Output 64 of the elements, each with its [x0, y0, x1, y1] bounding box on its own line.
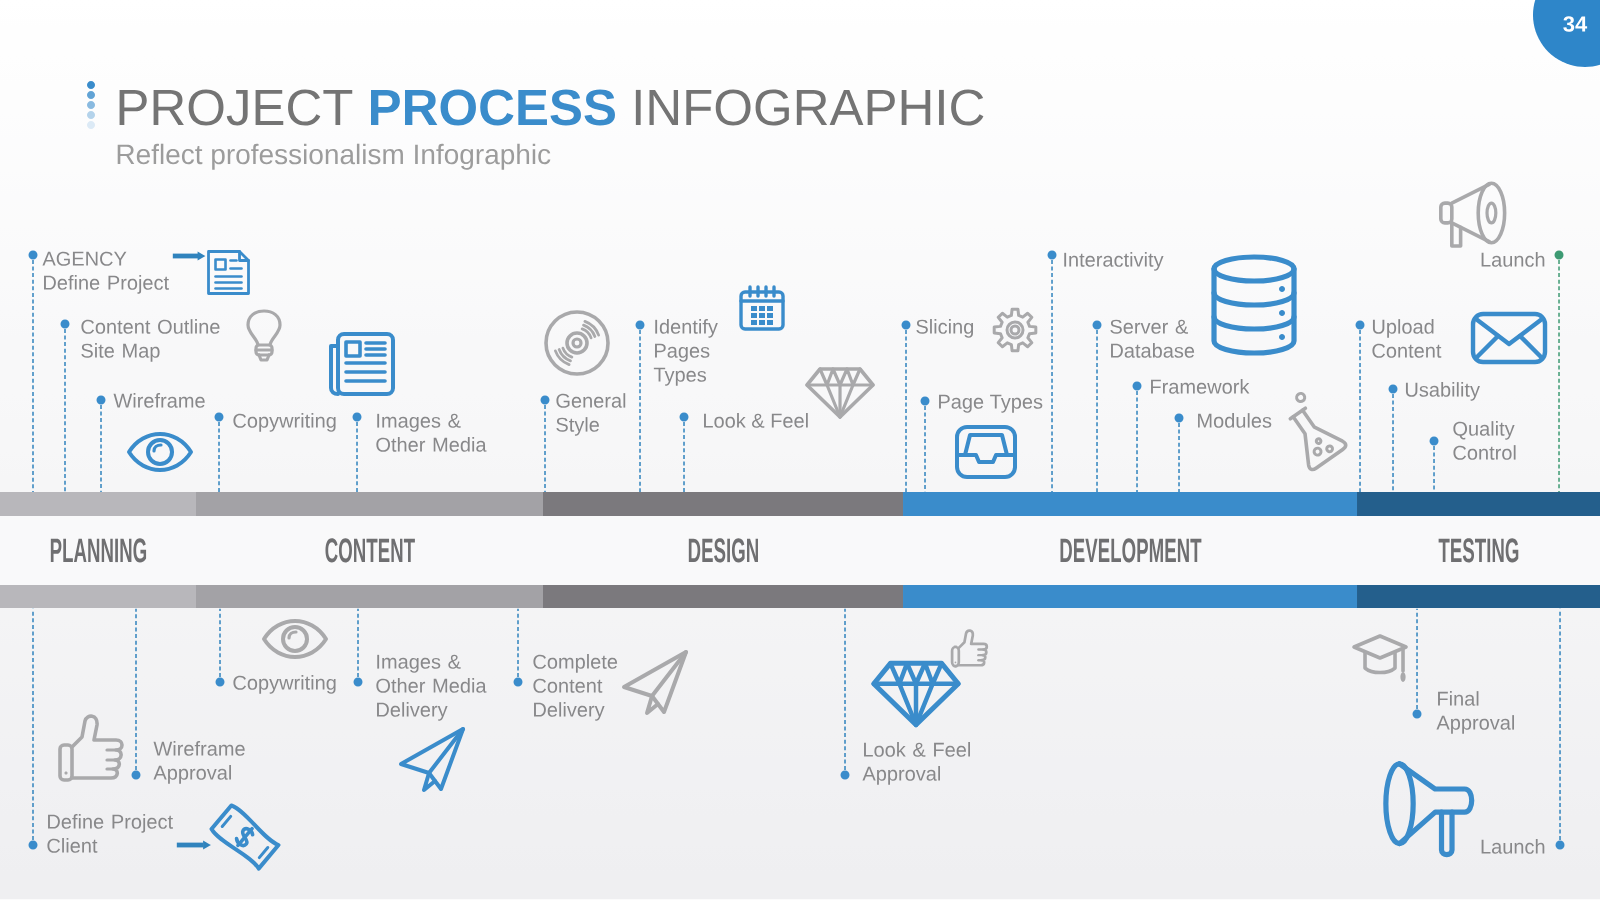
- leader-line: [1096, 329, 1098, 493]
- node-label: TESTING: [1438, 538, 1519, 563]
- phase-band: DESIGN: [543, 492, 903, 608]
- task-label: Copywriting: [233, 675, 336, 694]
- phase-band: TESTING: [1357, 492, 1600, 608]
- task-label: Launch: [1481, 252, 1545, 267]
- task-label: Upload Content: [1372, 319, 1442, 358]
- task-label: Identify Pages Types: [653, 319, 718, 386]
- node-label: DESIGN: [688, 538, 758, 563]
- task-label: General Style: [556, 393, 626, 436]
- node-label: DEVELOPMENT: [1060, 538, 1202, 563]
- task-label: Framework: [1151, 379, 1250, 394]
- leader-line: [1359, 329, 1361, 493]
- phase-band: PLANNING: [0, 492, 196, 608]
- leader-line: [1558, 259, 1560, 493]
- banknote-icon: [209, 803, 281, 871]
- task-label: Server & Database: [1110, 319, 1195, 358]
- subtitle: Reflect professionalism Infographic: [117, 143, 551, 170]
- leader-line: [100, 404, 102, 493]
- task-label: AGENCY Define Project: [42, 251, 169, 294]
- node-label: PLANNING: [50, 538, 147, 563]
- task-label: Final Approval: [1436, 691, 1514, 734]
- task-label: Complete Content Delivery: [533, 654, 618, 721]
- node-label: CONTENT: [325, 538, 415, 563]
- task-label: Page Types: [939, 394, 1043, 413]
- page-number-badge: 34: [1533, 0, 1600, 68]
- phase-band: CONTENT: [196, 492, 543, 608]
- task-label: Usability: [1405, 382, 1480, 401]
- document-icon: [207, 250, 250, 295]
- leader-line: [1136, 390, 1138, 493]
- leader-line: [1392, 393, 1394, 493]
- leader-line: [1416, 608, 1418, 710]
- leader-line: [683, 421, 685, 493]
- leader-line: [356, 421, 358, 493]
- task-label: Launch: [1481, 839, 1545, 854]
- title: PROJECT PROCESS INFOGRAPHIC: [119, 89, 984, 126]
- task-label: Interactivity: [1064, 252, 1164, 271]
- leader-line: [1178, 422, 1180, 493]
- task-label: Look & Feel: [704, 413, 808, 428]
- leader-line: [1051, 259, 1053, 493]
- leader-line: [1433, 445, 1435, 493]
- task-label: Images & Other Media: [376, 413, 487, 452]
- leader-line: [32, 259, 34, 493]
- leader-line: [517, 608, 519, 678]
- leader-line: [544, 404, 546, 493]
- leader-line: [218, 421, 220, 493]
- task-label: Slicing: [916, 319, 974, 338]
- leader-line: [844, 608, 846, 771]
- leader-line: [219, 608, 221, 678]
- leader-line: [64, 328, 66, 493]
- leader-line: [905, 329, 907, 493]
- leader-line: [135, 608, 137, 771]
- task-label: Wireframe Approval: [153, 741, 245, 784]
- leader-line: [357, 608, 359, 678]
- task-label: Quality Control: [1453, 421, 1516, 460]
- task-label: Wireframe: [113, 393, 205, 408]
- task-label: Images & Other Media Delivery: [376, 654, 487, 721]
- leader-line: [639, 329, 641, 493]
- task-label: Look & Feel Approval: [862, 742, 970, 785]
- task-label: Define Project Client: [47, 814, 173, 853]
- task-label: Copywriting: [233, 413, 336, 432]
- task-label: Modules: [1198, 413, 1272, 428]
- phase-band: DEVELOPMENT: [903, 492, 1357, 608]
- task-label: Content Outline Site Map: [81, 319, 220, 362]
